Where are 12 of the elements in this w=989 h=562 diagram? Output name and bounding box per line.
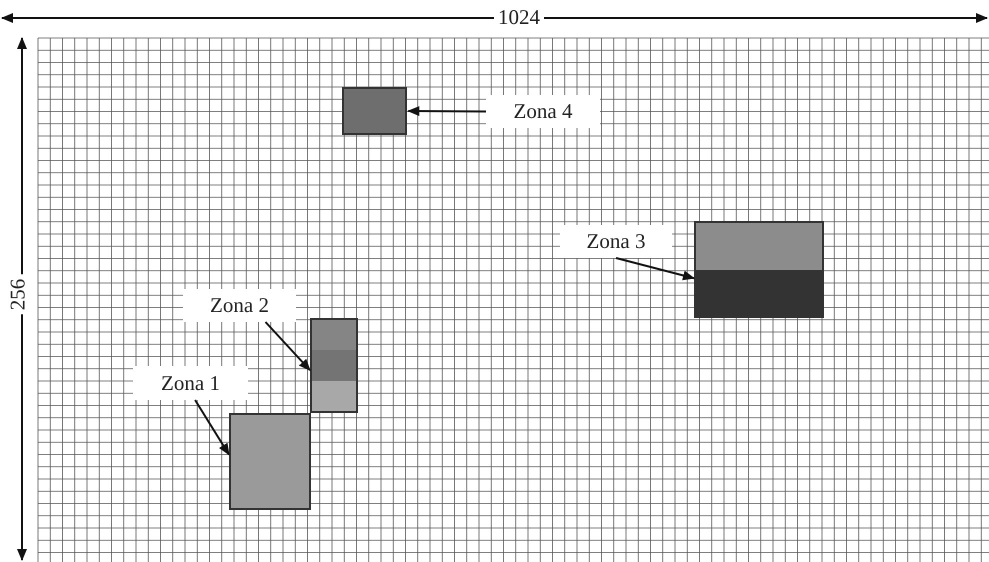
zone-rectangle [694, 221, 824, 318]
zone-label: Zona 2 [183, 289, 296, 322]
zone-label: Zona 3 [560, 225, 672, 258]
leader-arrow [264, 321, 311, 371]
leader-arrow [616, 257, 695, 280]
zone-rectangle [342, 87, 407, 135]
zone-label: Zona 4 [486, 95, 600, 128]
zone-rectangle [310, 318, 358, 413]
leader-arrow [407, 106, 486, 116]
leader-arrow [194, 399, 230, 456]
zone-rectangle [229, 413, 311, 510]
zone-label: Zona 1 [133, 366, 248, 400]
